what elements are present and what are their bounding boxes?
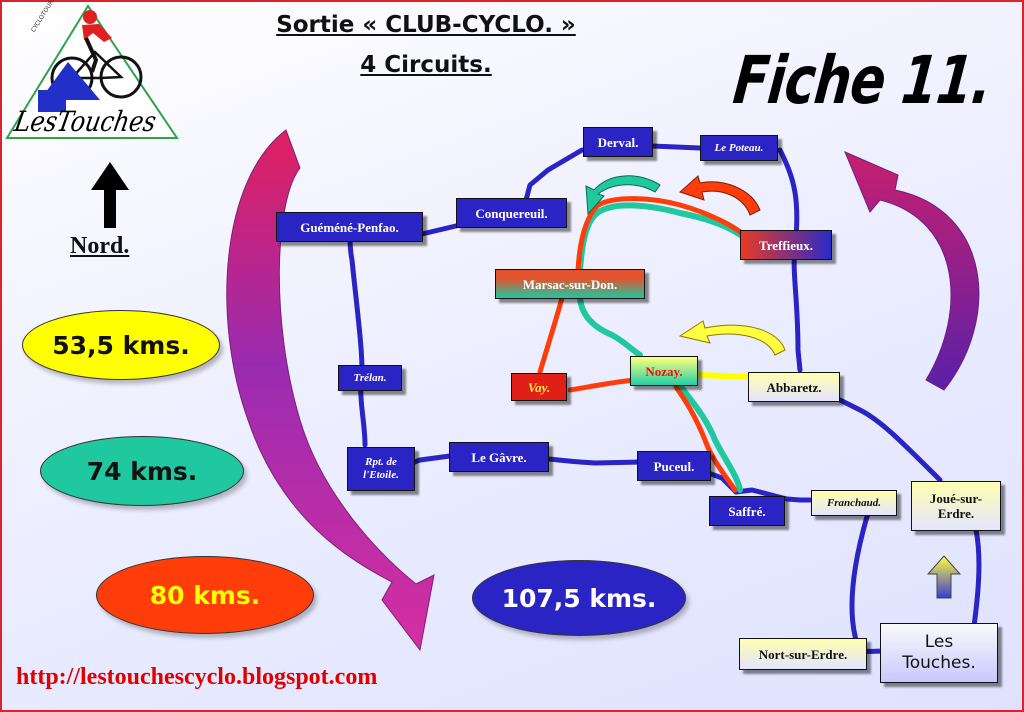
north-arrow-icon <box>91 162 129 228</box>
place-nozay: Nozay. <box>630 356 698 386</box>
direction-arrow-yellow-icon <box>678 320 786 356</box>
legend-74km: 74 kms. <box>40 436 244 506</box>
rpt-line-2: l'Etoile. <box>363 469 399 481</box>
joue-line-1: Joué-sur- <box>929 491 983 506</box>
direction-arrow-red-icon <box>679 175 761 216</box>
north-label: Nord. <box>70 233 130 259</box>
fiche-number: Fiche 11. <box>729 42 995 119</box>
up-arrow-icon <box>926 555 962 599</box>
place-guemene-penfao: Guéméné-Penfao. <box>276 212 423 242</box>
route-80km <box>537 196 753 493</box>
place-puceul: Puceul. <box>637 451 711 481</box>
place-trelan: Trélan. <box>338 365 402 391</box>
place-marsac-sur-don: Marsac-sur-Don. <box>495 269 645 299</box>
place-le-poteau: Le Poteau. <box>700 135 778 161</box>
club-logo <box>5 4 179 139</box>
place-treffieux: Treffieux. <box>740 230 832 260</box>
place-le-gavre: Le Gâvre. <box>449 442 549 472</box>
place-abbaretz: Abbaretz. <box>748 372 840 402</box>
legend-80km: 80 kms. <box>96 556 314 634</box>
place-saffre: Saffré. <box>709 496 785 526</box>
joue-line-2: Erdre. <box>937 506 975 521</box>
route-74km <box>577 202 761 493</box>
big-curved-arrow-right <box>844 151 980 391</box>
blog-url[interactable]: http://lestouchescyclo.blogspot.com <box>16 664 378 690</box>
place-franchaud: Franchaud. <box>811 490 897 516</box>
place-les-touches: Les Touches. <box>880 623 998 683</box>
title-line-1: Sortie « CLUB-CYCLO. » <box>276 12 576 38</box>
route-53km-yellow <box>697 372 751 380</box>
place-conquereuil: Conquereuil. <box>456 198 567 228</box>
big-curved-arrow-left <box>226 129 435 652</box>
place-nort-sur-erdre: Nort-sur-Erdre. <box>739 638 867 670</box>
touches-line-1: Les <box>924 632 954 652</box>
legend-107km: 107,5 kms. <box>472 560 686 636</box>
rpt-line-1: Rpt. de <box>365 456 397 468</box>
place-derval: Derval. <box>583 127 653 157</box>
place-vay: Vay. <box>511 373 567 401</box>
direction-arrow-teal-icon <box>585 175 661 216</box>
place-rpt-de-letoile: Rpt. de l'Etoile. <box>347 447 415 491</box>
cyclist-head-icon <box>83 10 97 24</box>
legend-53km: 53,5 kms. <box>22 310 220 380</box>
title-line-2: 4 Circuits. <box>360 52 492 78</box>
logo-text: LesTouches <box>12 105 159 138</box>
touches-line-2: Touches. <box>902 653 976 673</box>
place-joue-sur-erdre: Joué-sur- Erdre. <box>911 481 1001 531</box>
